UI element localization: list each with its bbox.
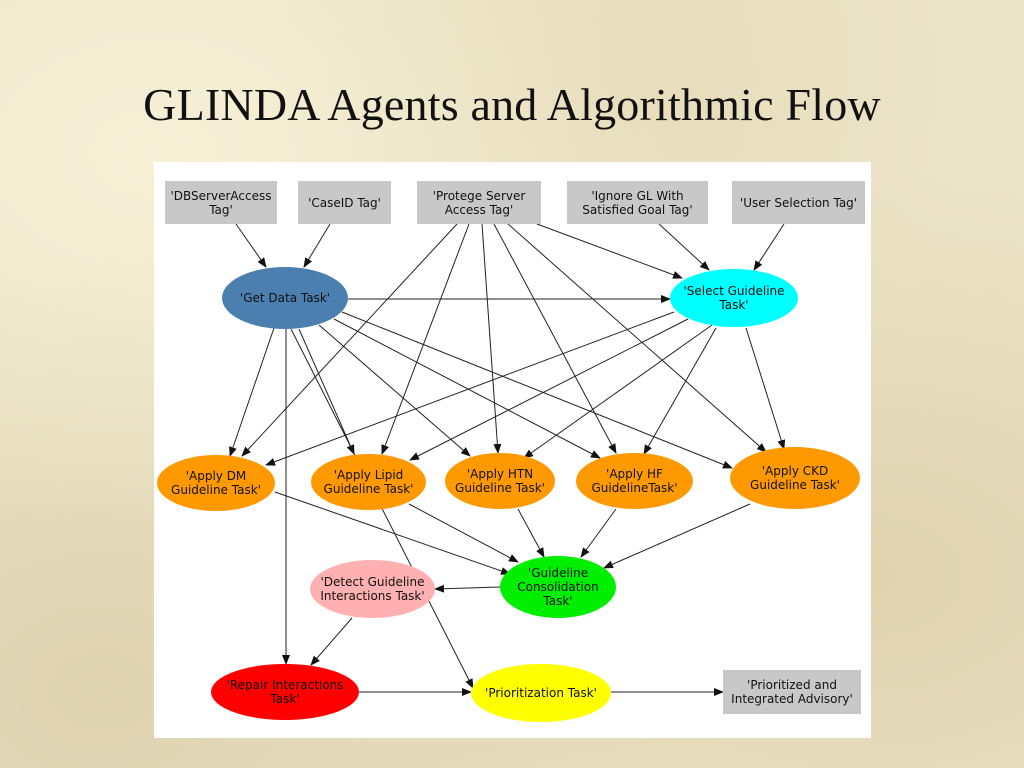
flow-diagram: 'DBServerAccess Tag' 'CaseID Tag' 'Prote…	[154, 162, 871, 738]
edge-ignoregl-to-select	[658, 223, 710, 271]
edge-select-to-htn	[523, 324, 713, 459]
node-detect-guideline-interactions-task: 'Detect Guideline Interactions Task'	[310, 560, 435, 618]
node-prioritization-task: 'Prioritization Task'	[471, 664, 611, 722]
edge-htn-to-consolidation	[517, 508, 545, 558]
node-apply-htn-guideline-task: 'Apply HTN Guideline Task'	[445, 453, 555, 509]
node-apply-ckd-guideline-task: 'Apply CKD Guideline Task'	[730, 447, 860, 509]
node-prioritized-integrated-advisory: 'Prioritized and Integrated Advisory'	[723, 670, 861, 714]
edge-protege-to-dm	[241, 223, 458, 457]
edge-getdata-to-dm	[229, 327, 275, 457]
edge-protege-to-htn	[481, 223, 502, 454]
slide-title: GLINDA Agents and Algorithmic Flow	[143, 79, 881, 130]
node-get-data-task: 'Get Data Task'	[222, 267, 348, 329]
edge-usersel-to-select	[753, 223, 785, 271]
node-protege-server-access-tag: 'Protege Server Access Tag'	[417, 181, 541, 224]
node-select-guideline-task: 'Select Guideline Task'	[670, 269, 798, 327]
node-caseid-tag: 'CaseID Tag'	[298, 181, 391, 224]
edge-caseid-to-getdata	[303, 223, 331, 268]
edge-detect-to-repair	[310, 617, 353, 666]
node-dbserver-access-tag: 'DBServerAccess Tag'	[165, 181, 277, 224]
node-ignore-gl-tag: 'Ignore GL With Satisfied Goal Tag'	[567, 181, 708, 224]
edge-dbserver-to-getdata	[235, 223, 267, 268]
node-apply-hf-guideline-task: 'Apply HF GuidelineTask'	[576, 453, 693, 509]
edge-protege-to-hf	[493, 223, 617, 454]
edge-select-to-dm	[265, 311, 675, 466]
edge-dm-to-consolidation	[274, 491, 511, 575]
edge-protege-to-select	[536, 223, 683, 279]
edge-getdata-to-ckd	[341, 311, 733, 469]
node-repair-interactions-task: 'Repair Interactions Task'	[211, 664, 359, 720]
node-guideline-consolidation-task: 'Guideline Consolidation Task'	[500, 556, 616, 618]
edge-select-to-hf	[643, 327, 717, 455]
edge-getdata-to-hf	[333, 318, 601, 459]
edge-ckd-to-consolidation	[603, 503, 751, 569]
node-apply-dm-guideline-task: 'Apply DM Guideline Task'	[157, 455, 275, 511]
edge-getdata-to-htn	[318, 324, 471, 457]
edge-protege-to-ckd	[507, 223, 767, 453]
edge-select-to-lipid	[409, 318, 689, 461]
edge-select-to-ckd	[745, 327, 786, 450]
edge-consolidation-to-detect	[434, 584, 501, 593]
edge-hf-to-consolidation	[580, 508, 617, 558]
node-apply-lipid-guideline-task: 'Apply Lipid Guideline Task'	[311, 454, 426, 510]
edge-lipid-to-consolidation	[408, 503, 519, 563]
edge-getdata-to-lipid	[298, 328, 355, 455]
node-user-selection-tag: 'User Selection Tag'	[732, 181, 865, 224]
